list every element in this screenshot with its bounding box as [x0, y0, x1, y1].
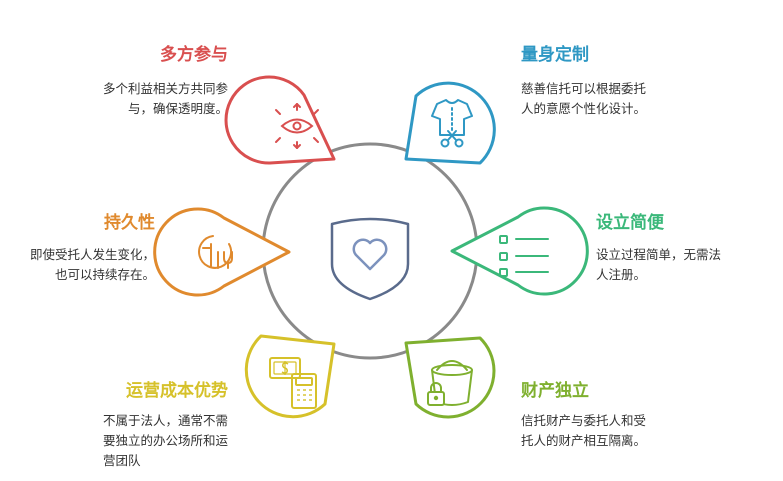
- node-durability-teardrop: [153, 207, 291, 297]
- tailoring-icon: [431, 99, 473, 148]
- feature-asset-independence: 财产独立 信托财产与委托人和受 托人的财产相互隔离。: [521, 376, 646, 451]
- feature-desc: 慈善信托可以根据委托 人的意愿个性化设计。: [521, 81, 647, 116]
- node-cost-advantage-teardrop: [244, 334, 336, 419]
- feature-cost-advantage: 运营成本优势 不属于法人，通常不需 要独立的办公场所和运 营团队: [103, 376, 228, 471]
- node-multi-party: [224, 75, 336, 165]
- feature-title: 多方参与: [160, 45, 228, 65]
- feature-desc: 即使受托人发生变化， 也可以持续存在。: [29, 247, 155, 282]
- eye-focus-icon: [275, 103, 319, 149]
- feature-desc: 信托财产与委托人和受 托人的财产相互隔离。: [521, 413, 647, 448]
- node-easy-setup-teardrop: [450, 206, 589, 296]
- feature-title: 财产独立: [521, 381, 589, 401]
- shield-heart-icon: [330, 217, 410, 301]
- feature-title: 持久性: [104, 213, 155, 233]
- feature-customized: 量身定制 慈善信托可以根据委托 人的意愿个性化设计。: [521, 40, 646, 119]
- feature-title: 量身定制: [521, 45, 589, 65]
- node-asset-independence: [404, 336, 496, 419]
- feature-desc: 多个利益相关方共同参 与，确保透明度。: [102, 81, 228, 116]
- feature-easy-setup: 设立简便 设立过程简单，无需法 人注册。: [596, 208, 721, 285]
- feature-desc: 设立过程简单，无需法 人注册。: [596, 247, 722, 282]
- locked-bucket-icon: [427, 360, 473, 406]
- node-customized-teardrop: [404, 81, 496, 165]
- node-durability: [153, 207, 291, 297]
- node-multi-party-teardrop: [224, 75, 336, 165]
- cash-calculator-icon: [269, 357, 317, 409]
- feature-desc: 不属于法人，通常不需 要独立的办公场所和运 营团队: [102, 413, 228, 468]
- feature-durability: 持久性 即使受托人发生变化， 也可以持续存在。: [30, 208, 155, 285]
- node-customized: [404, 81, 496, 165]
- node-cost-advantage: [244, 334, 336, 419]
- list-icon: [499, 235, 549, 277]
- sprout-icon: [198, 235, 233, 269]
- node-easy-setup: [450, 206, 589, 296]
- feature-multi-party: 多方参与 多个利益相关方共同参 与，确保透明度。: [103, 40, 228, 119]
- feature-title: 运营成本优势: [126, 381, 228, 401]
- feature-title: 设立简便: [596, 213, 664, 233]
